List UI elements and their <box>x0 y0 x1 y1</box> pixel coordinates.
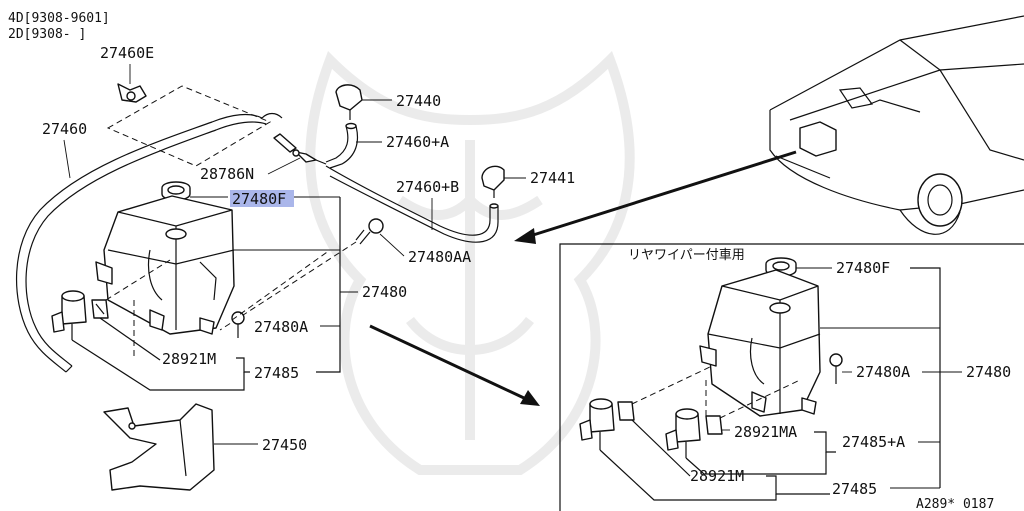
applicability-4d: 4D[9308-9601] <box>8 11 110 26</box>
clip-27460E <box>117 83 147 103</box>
nozzle-27441 <box>481 165 505 198</box>
nozzle-27440 <box>335 84 363 120</box>
callout-27460: 27460 <box>42 120 87 138</box>
grommet-28921M <box>91 299 109 319</box>
inset-callout-27485A: 27485+A <box>842 433 905 451</box>
inset-callout-27480F: 27480F <box>836 259 890 277</box>
pump-assy <box>51 290 87 340</box>
inset-screw-27480A <box>829 353 843 384</box>
inset-callout-28921MA: 28921MA <box>734 423 797 441</box>
callout-27485: 27485 <box>254 364 299 382</box>
arrow-to-inset <box>369 324 540 406</box>
inset-pump-2 <box>665 408 701 458</box>
screw-27480AA <box>355 218 384 245</box>
callout-27480F[interactable]: 27480F <box>232 190 286 208</box>
inset-grommet-2 <box>705 415 723 435</box>
diagram-code: A289* 0187 <box>916 497 994 511</box>
joint-28786N <box>292 149 327 165</box>
hose-27460A <box>325 122 359 169</box>
watermark-emblem <box>305 50 635 475</box>
applicability-2d: 2D[9308- ] <box>8 27 86 42</box>
callout-27480AA: 27480AA <box>408 248 471 266</box>
callout-27460E: 27460E <box>100 44 154 62</box>
car-illustration <box>769 15 1024 235</box>
inset-callout-27480: 27480 <box>966 363 1011 381</box>
callout-27441: 27441 <box>530 169 575 187</box>
callout-27450: 27450 <box>262 436 307 454</box>
inset-pump-1 <box>579 398 615 450</box>
callout-28921M: 28921M <box>162 350 216 368</box>
inset-callout-28921M: 28921M <box>690 467 744 485</box>
callout-28786N: 28786N <box>200 165 254 183</box>
callout-27480: 27480 <box>362 283 407 301</box>
inset-frame <box>559 243 1024 511</box>
callout-27460B: 27460+B <box>396 178 459 196</box>
callout-27460A: 27460+A <box>386 133 449 151</box>
bracket-27450 <box>103 403 215 491</box>
callout-27440: 27440 <box>396 92 441 110</box>
inset-callout-27485: 27485 <box>832 480 877 498</box>
tank-27480 <box>95 195 235 335</box>
hose-27460B <box>325 165 499 243</box>
inset-grommet-1 <box>617 401 635 421</box>
hose-27460 <box>15 112 297 373</box>
screw-27480A <box>231 311 245 338</box>
highlight-27480F <box>230 190 294 207</box>
callout-27480A: 27480A <box>254 318 308 336</box>
inset-tank-27480 <box>699 269 821 417</box>
inset-heading: リヤワイパー付車用 <box>628 248 745 263</box>
arrow-to-main <box>514 150 797 244</box>
inset-callout-27480A: 27480A <box>856 363 910 381</box>
